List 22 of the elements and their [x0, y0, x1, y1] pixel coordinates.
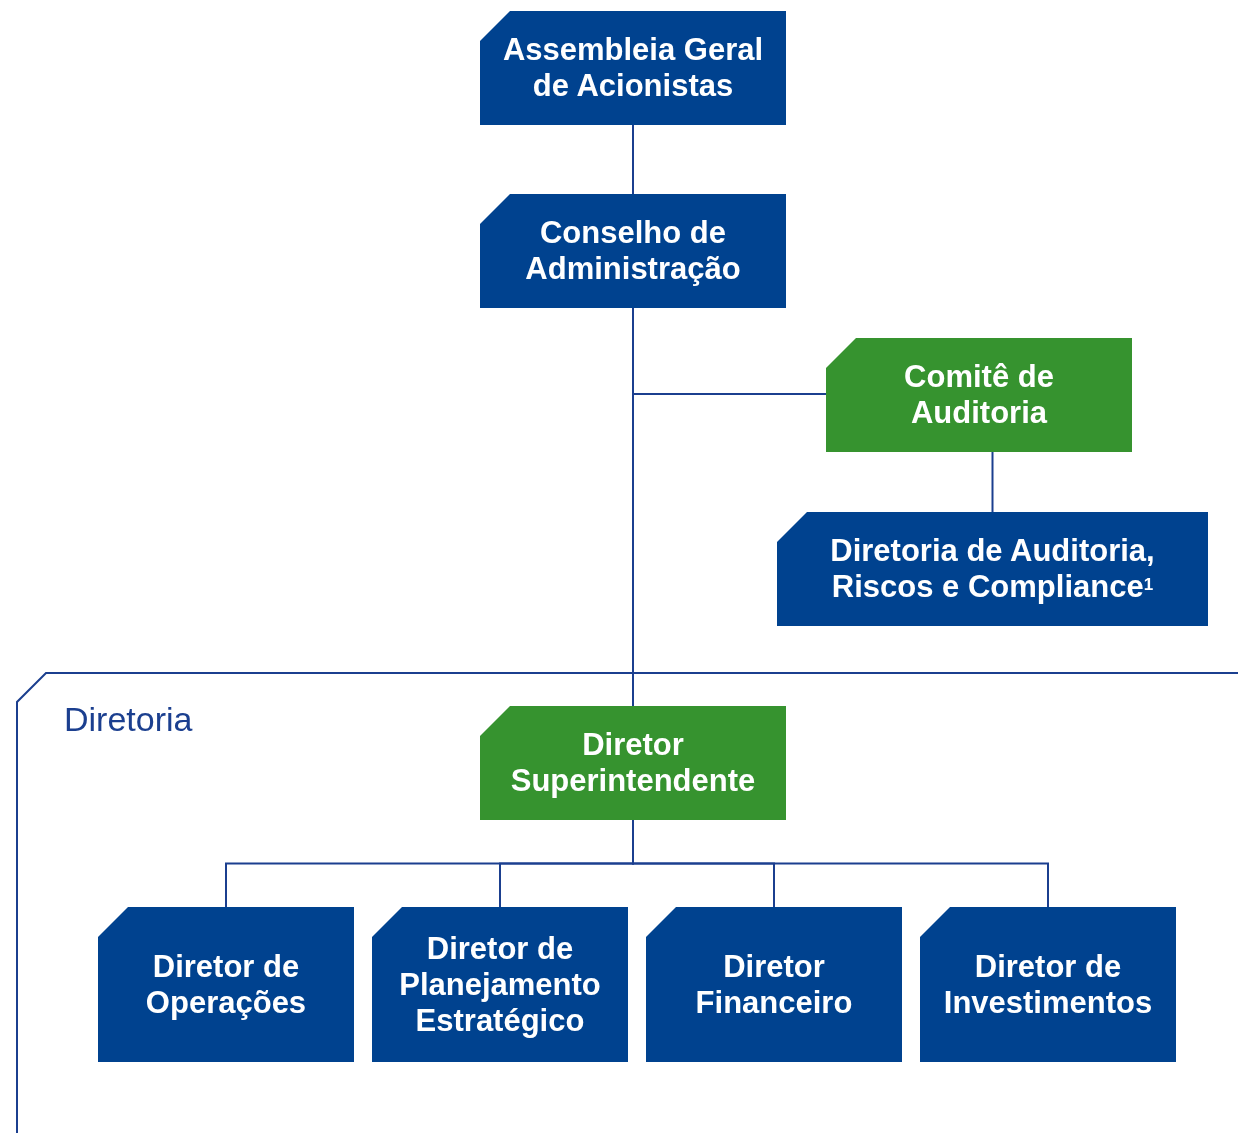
org-box	[480, 194, 786, 308]
connector-line	[632, 124, 634, 195]
org-box	[826, 338, 1132, 452]
box-label: Diretor Superintendente	[509, 727, 757, 799]
box-label: Assembleia Geral de Acionistas	[501, 32, 765, 104]
org-box	[646, 907, 902, 1062]
group-title: Diretoria	[64, 699, 194, 740]
org-box	[372, 907, 628, 1062]
org-box	[920, 907, 1176, 1062]
box-label: Diretor Financeiro	[694, 948, 854, 1021]
org-box	[480, 11, 786, 125]
box-label: Diretoria de Auditoria, Riscos e Compliance$^{1}$	[829, 533, 1156, 605]
box-label: Diretor de Operações	[144, 948, 308, 1021]
connector-line	[632, 307, 827, 395]
box-label: Comitê de Auditoria	[903, 359, 1055, 431]
org-box	[480, 706, 786, 820]
connector-line	[991, 451, 994, 513]
box-label: Conselho de Administração	[524, 215, 742, 287]
org-box	[777, 512, 1208, 626]
org-box	[98, 907, 354, 1062]
box-label: Diretor de Planejamento Estratégico	[398, 930, 602, 1039]
box-label: Diretor de Investimentos	[942, 948, 1154, 1021]
